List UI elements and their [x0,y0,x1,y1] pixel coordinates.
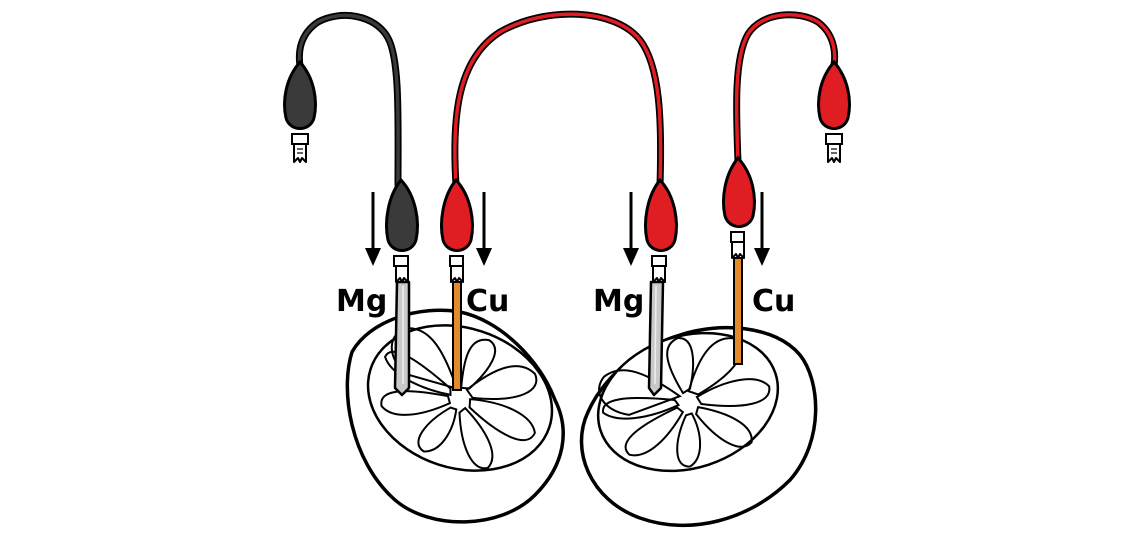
down-arrow-icon [623,192,639,266]
clip-red-mg-right [644,177,678,283]
clip-red-cu-right [722,155,756,259]
wire-red-bridge [451,10,665,189]
down-arrow-icon [754,192,770,266]
down-arrow-icon [365,192,381,266]
clip-black-free [283,59,317,163]
label-cu-left: Cu [466,284,509,319]
electrode-mg-left [393,280,411,397]
clip-red-cu-left [440,177,474,283]
electrode-cu-left [452,281,462,391]
label-cu-right: Cu [752,284,795,319]
fruit-right [579,325,818,528]
down-arrow-icon [476,192,492,266]
electrode-cu-right [733,257,743,365]
label-mg-left: Mg [336,284,387,319]
electrode-mg-right [647,280,665,397]
label-mg-right: Mg [593,284,644,319]
clip-red-free [817,59,851,163]
clip-black-mg-left [385,177,419,283]
